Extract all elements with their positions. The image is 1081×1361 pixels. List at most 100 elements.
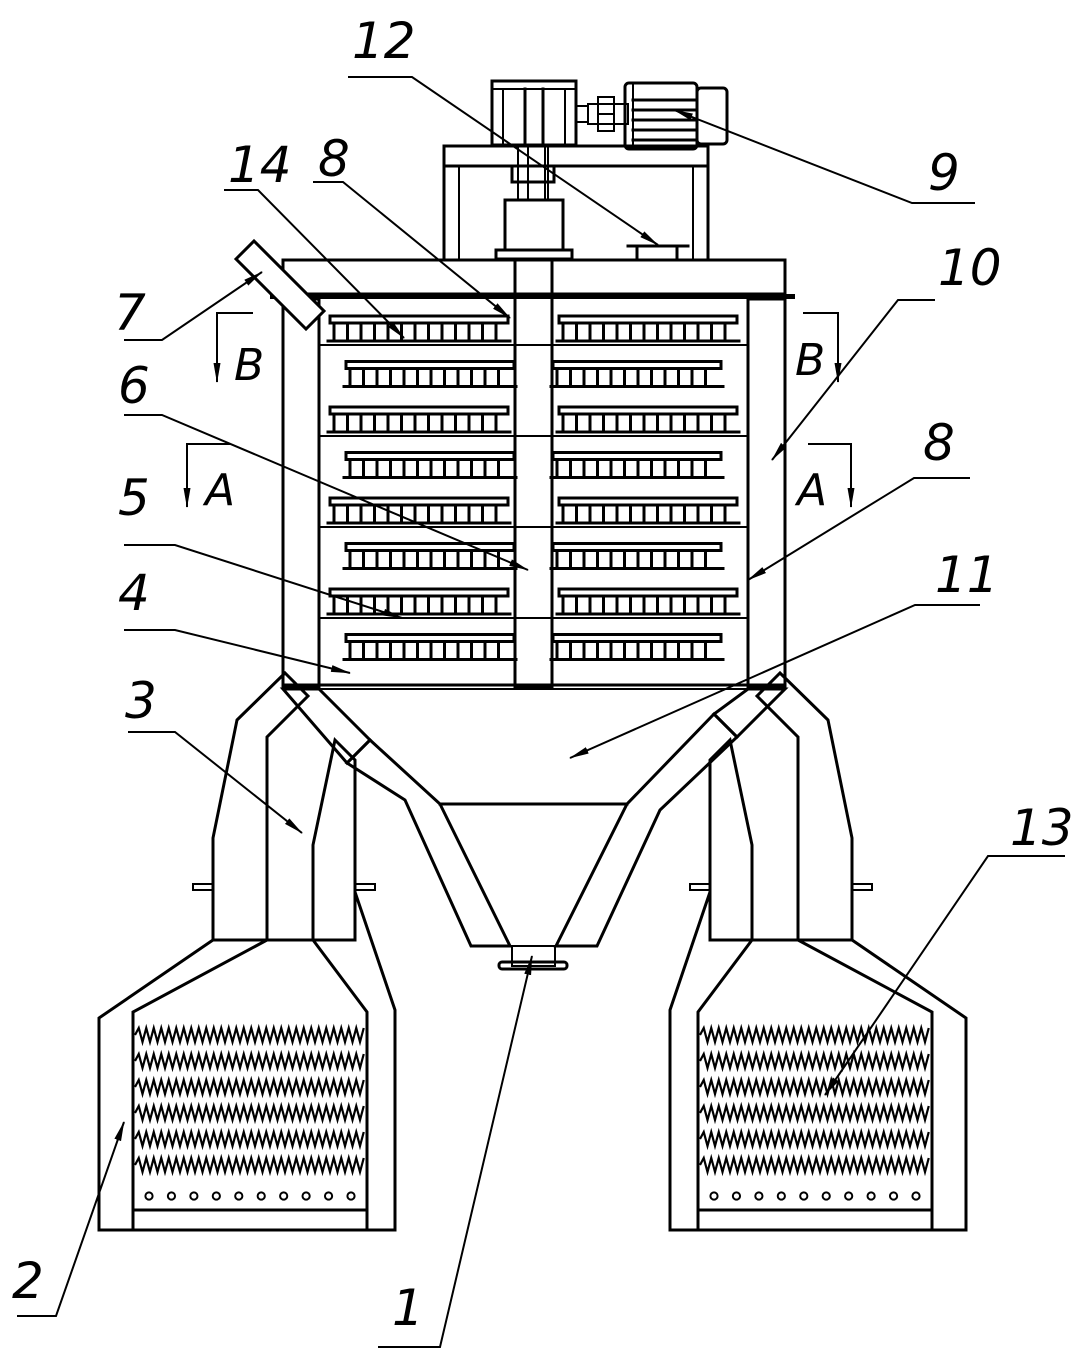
tray-row (549, 633, 725, 661)
left-insulation-wall (281, 297, 321, 690)
motor-9 (623, 81, 729, 151)
callout-2: 2 (12, 1252, 44, 1310)
leader-11 (569, 604, 980, 759)
air-hole (211, 1191, 221, 1201)
section-arrow-B-left (213, 312, 253, 383)
flange (354, 883, 376, 891)
section-arrow-A-right (808, 443, 855, 508)
callout-1: 1 (392, 1279, 424, 1337)
air-hole (821, 1191, 831, 1201)
callout-3: 3 (125, 672, 157, 730)
tray-row (549, 542, 725, 570)
air-hole (731, 1191, 742, 1201)
callout-7: 7 (114, 284, 146, 342)
air-hole (256, 1191, 266, 1201)
leader-8-right (747, 477, 970, 581)
section-marks: B B A A (183, 312, 855, 516)
tray-row (342, 542, 518, 570)
section-label-B-right: B (795, 335, 825, 386)
section-arrow-B-right (803, 312, 842, 383)
heater-coil (699, 1023, 930, 1047)
gear-reducer (490, 79, 578, 147)
tray-row (342, 360, 518, 388)
callout-14: 14 (228, 136, 292, 194)
air-hole (301, 1191, 311, 1201)
section-label-B-left: B (234, 340, 264, 391)
leader-7 (124, 271, 263, 341)
heater-coil (699, 1101, 930, 1125)
tray-rim (328, 496, 510, 507)
callout-4: 4 (118, 564, 150, 622)
air-hole (323, 1191, 334, 1201)
air-hole (279, 1191, 289, 1201)
heater-coil (134, 1127, 365, 1151)
chamber-cavity (131, 938, 369, 1232)
leader-9 (673, 109, 975, 204)
tray-row (549, 360, 725, 388)
tray-row (549, 451, 725, 479)
feed-inlet-7 (233, 238, 327, 332)
combustion-chamber (668, 670, 968, 1232)
lower-cone-11 (279, 687, 789, 971)
heater-coil (699, 1049, 930, 1073)
combustion-chambers (97, 670, 968, 1232)
flange (689, 883, 711, 891)
leader-4 (124, 629, 351, 674)
hot-gas-duct-3-wall-outer (211, 670, 311, 942)
callout-labels: 12 9 14 8 7 6 5 4 3 10 8 11 13 2 1 (12, 12, 1074, 1337)
heater-coil (134, 1153, 365, 1177)
leader-14 (224, 189, 405, 339)
air-hole (234, 1191, 244, 1201)
heater-coil (134, 1023, 365, 1047)
leader-3 (128, 731, 303, 834)
callout-leaders (17, 76, 1065, 1348)
tray-rim (328, 405, 510, 416)
hot-gas-duct-3-wall-inner (708, 736, 754, 942)
hot-gas-duct-3-wall-inner (311, 736, 357, 942)
central-shaft-6 (513, 258, 554, 690)
callout-11: 11 (935, 546, 999, 604)
leader-10 (771, 299, 935, 461)
tray-rim (328, 587, 510, 598)
top-plate (270, 294, 795, 299)
air-hole (866, 1191, 876, 1201)
leader-1 (378, 955, 533, 1348)
tray-row (320, 314, 747, 346)
tray-rim (557, 314, 739, 325)
tray-rim (557, 496, 739, 507)
heater-coil (134, 1075, 365, 1099)
combustion-chamber (97, 670, 397, 1232)
callout-8-top: 8 (318, 130, 350, 188)
drying-trays (320, 314, 747, 661)
callout-8-right: 8 (923, 414, 955, 472)
heater-coil (699, 1075, 930, 1099)
leader-6 (124, 414, 529, 571)
air-hole (189, 1191, 199, 1201)
air-hole (754, 1191, 764, 1201)
tray-rim (557, 587, 739, 598)
tray-row (342, 451, 518, 479)
heater-coil (699, 1127, 930, 1151)
flange (192, 883, 214, 891)
drying-tower (233, 238, 795, 690)
tray-row (320, 496, 747, 528)
air-hole (799, 1191, 809, 1201)
leader-8-top (313, 181, 511, 319)
leader-13 (348, 76, 659, 246)
insulated-lid (281, 258, 787, 296)
tray-rim (557, 405, 739, 416)
hopper-left-wall (344, 737, 513, 948)
callout-5: 5 (118, 469, 150, 527)
leader-5 (124, 544, 403, 619)
bearing-housing (503, 198, 565, 252)
callout-9: 9 (928, 144, 960, 202)
right-insulation-wall-10 (746, 297, 787, 690)
callout-13: 12 (352, 12, 416, 70)
callout-10: 10 (938, 239, 1002, 297)
tray-row (342, 633, 518, 661)
air-hole (911, 1191, 921, 1201)
callout-6: 6 (118, 357, 150, 415)
air-hole (888, 1191, 899, 1201)
tray-row (320, 405, 747, 437)
